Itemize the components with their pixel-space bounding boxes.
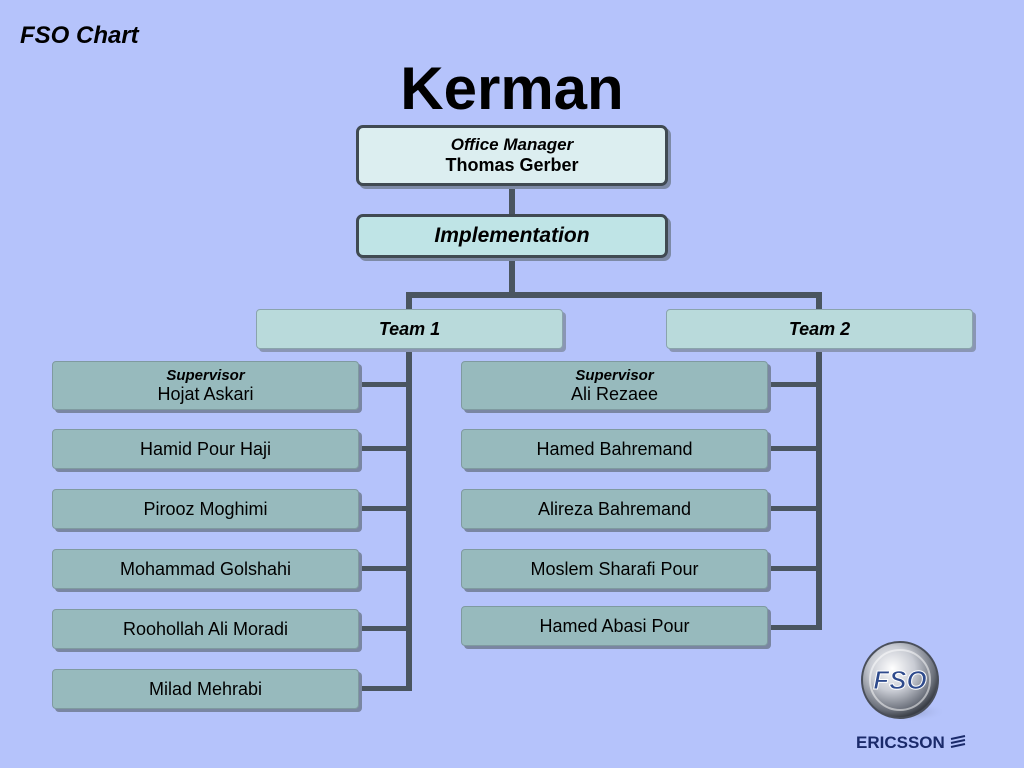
team-2-supervisor-box: Supervisor Ali Rezaee bbox=[461, 361, 768, 410]
page-title: Kerman bbox=[400, 55, 624, 122]
office-manager-role: Office Manager bbox=[450, 135, 574, 154]
team-1-label: Team 1 bbox=[378, 318, 441, 339]
connector-team1-branch bbox=[360, 626, 412, 631]
team-2-supervisor-name: Ali Rezaee bbox=[570, 383, 659, 404]
connector-impl-teams bbox=[509, 258, 515, 296]
connector-manager-impl bbox=[509, 186, 515, 214]
team-2-member-name: Alireza Bahremand bbox=[537, 498, 692, 519]
connector-team2-branch bbox=[768, 506, 822, 511]
connector-team2-branch bbox=[768, 382, 822, 387]
team-1-member-name: Milad Mehrabi bbox=[148, 678, 263, 699]
connector-team1-branch bbox=[360, 686, 412, 691]
connector-team1-branch bbox=[360, 506, 412, 511]
team-2-member-box: Moslem Sharafi Pour bbox=[461, 549, 768, 589]
connector-team1-vertical bbox=[406, 348, 412, 691]
ericsson-stripes-icon bbox=[950, 735, 965, 748]
connector-team1-branch bbox=[360, 566, 412, 571]
connector-team2-branch bbox=[768, 446, 822, 451]
team-2-member-box: Hamed Bahremand bbox=[461, 429, 768, 469]
team-1-member-name: Hamid Pour Haji bbox=[139, 438, 272, 459]
connector-team2-branch bbox=[768, 566, 822, 571]
team-2-member-name: Hamed Bahremand bbox=[536, 438, 693, 459]
connector-team1-stub bbox=[406, 292, 412, 310]
brand-name: ERICSSON bbox=[856, 733, 945, 752]
office-manager-name: Thomas Gerber bbox=[445, 155, 579, 175]
team-2-box: Team 2 bbox=[666, 309, 973, 349]
team-1-member-name: Roohollah Ali Moradi bbox=[122, 618, 289, 639]
team-1-member-name: Mohammad Golshahi bbox=[119, 558, 292, 579]
fso-globe-logo-icon: FSO bbox=[858, 640, 948, 730]
team-1-member-name: Pirooz Moghimi bbox=[143, 498, 268, 519]
ericsson-brand: ERICSSON bbox=[856, 733, 966, 753]
team-1-member-box: Mohammad Golshahi bbox=[52, 549, 359, 589]
implementation-box: Implementation bbox=[356, 214, 668, 258]
office-manager-box: Office Manager Thomas Gerber bbox=[356, 125, 668, 186]
team-1-box: Team 1 bbox=[256, 309, 563, 349]
team-1-supervisor-role: Supervisor bbox=[166, 366, 245, 384]
connector-team-bar bbox=[406, 292, 822, 298]
team-2-member-box: Hamed Abasi Pour bbox=[461, 606, 768, 646]
team-1-supervisor-box: Supervisor Hojat Askari bbox=[52, 361, 359, 410]
corner-title: FSO Chart bbox=[20, 22, 139, 49]
implementation-label: Implementation bbox=[434, 224, 590, 247]
connector-team2-vertical bbox=[816, 348, 822, 630]
connector-team2-branch bbox=[768, 625, 822, 630]
connector-team1-branch bbox=[360, 382, 412, 387]
connector-team1-branch bbox=[360, 446, 412, 451]
logo-text: FSO bbox=[873, 665, 926, 695]
team-2-member-box: Alireza Bahremand bbox=[461, 489, 768, 529]
team-2-member-name: Moslem Sharafi Pour bbox=[530, 558, 699, 579]
team-2-member-name: Hamed Abasi Pour bbox=[539, 615, 690, 636]
team-1-supervisor-name: Hojat Askari bbox=[157, 383, 254, 404]
team-2-label: Team 2 bbox=[788, 318, 851, 339]
team-1-member-box: Roohollah Ali Moradi bbox=[52, 609, 359, 649]
team-2-supervisor-role: Supervisor bbox=[575, 366, 654, 384]
team-1-member-box: Hamid Pour Haji bbox=[52, 429, 359, 469]
team-1-member-box: Milad Mehrabi bbox=[52, 669, 359, 709]
connector-team2-stub bbox=[816, 292, 822, 310]
team-1-member-box: Pirooz Moghimi bbox=[52, 489, 359, 529]
